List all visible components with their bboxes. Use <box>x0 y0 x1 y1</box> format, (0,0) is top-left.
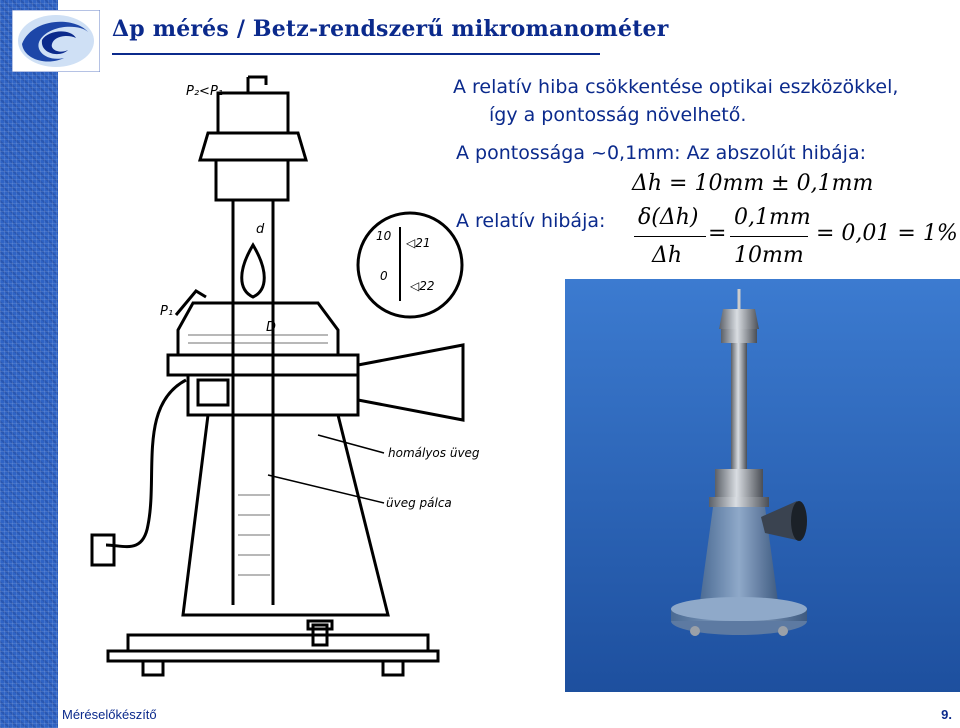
page-number: 9. <box>941 707 952 722</box>
relative-error-numerator: δ(Δh) <box>638 205 699 230</box>
university-logo <box>12 10 100 72</box>
scale-label-22: ◁22 <box>409 279 435 293</box>
label-d: d <box>256 222 265 237</box>
intro-line-1: A relatív hiba csökkentése optikai eszkö… <box>453 76 899 98</box>
label-big-d: D <box>266 320 276 335</box>
relative-error-result: = 0,01 = 1% <box>816 221 958 246</box>
accuracy-line: A pontossága ~0,1mm: Az abszolút hibája: <box>456 142 866 164</box>
intro-line-2: így a pontosság növelhető. <box>489 104 747 126</box>
label-p2-p1: P₂<P₁ <box>186 84 223 99</box>
scale-label-21: ◁21 <box>405 236 431 250</box>
footer <box>58 692 960 728</box>
absolute-error-equation: Δh = 10mm ± 0,1mm <box>632 171 874 196</box>
footer-course-name: Méréselőkészítő <box>62 707 157 722</box>
scale-label-10: 10 <box>376 229 392 243</box>
label-homalyos-uveg: homályos üveg <box>388 446 480 460</box>
label-p1: P₁ <box>160 304 173 319</box>
equals-sign: = <box>708 221 727 246</box>
fraction-line-1 <box>634 236 706 237</box>
label-uveg-palca: üveg pálca <box>386 496 452 510</box>
numerator-value: 0,1mm <box>734 205 811 230</box>
title-underline <box>112 53 600 55</box>
relative-error-denominator: Δh <box>652 243 683 268</box>
relative-error-label: A relatív hibája: <box>456 210 606 232</box>
betz-manometer-photo <box>565 279 960 695</box>
slide-title: Δp mérés / Betz-rendszerű mikromanométer <box>112 16 669 42</box>
denominator-value: 10mm <box>734 243 804 268</box>
scale-label-0: 0 <box>380 269 388 283</box>
decorative-sidebar <box>0 0 58 728</box>
fraction-line-2 <box>730 236 808 237</box>
betz-manometer-drawing: 10 0 ◁21 ◁22 P₂<P₁ P₁ d D homályos üveg … <box>90 75 480 677</box>
